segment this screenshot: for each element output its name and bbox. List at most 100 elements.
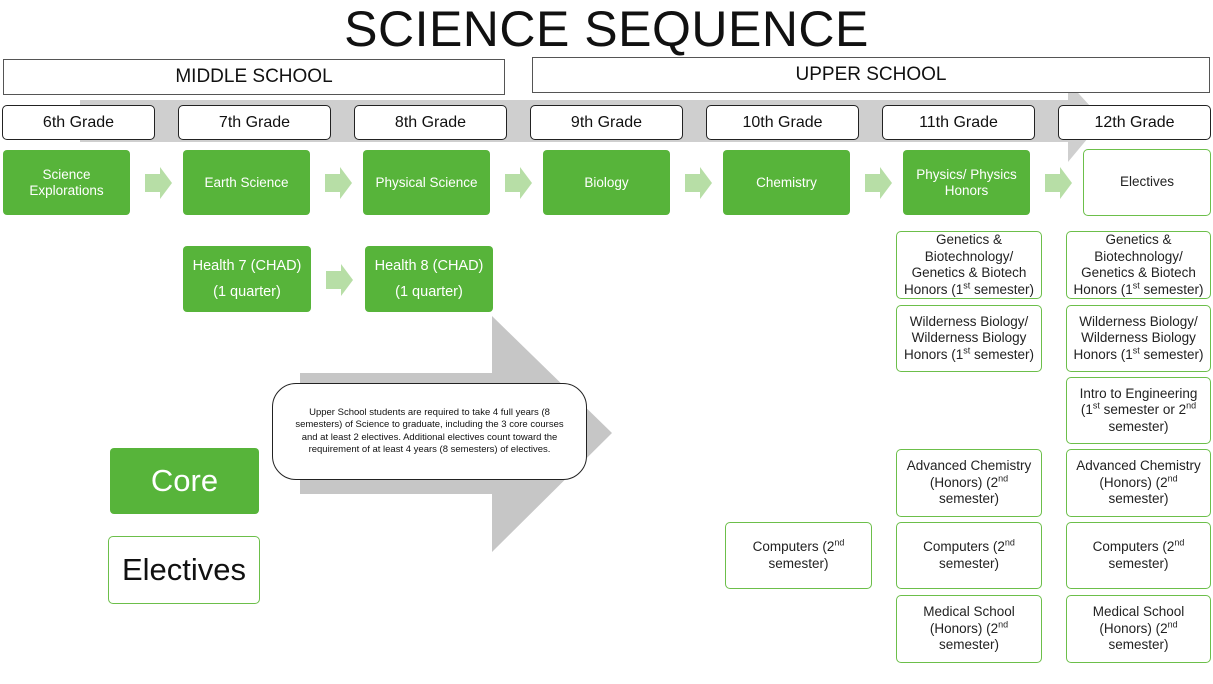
- legend-electives: Electives: [108, 536, 260, 604]
- text-part: semester): [1139, 346, 1204, 362]
- course-physics: Physics/ Physics Honors: [903, 150, 1030, 215]
- text-line: Biotechnology/: [924, 248, 1014, 264]
- superscript: st: [1132, 280, 1140, 290]
- superscript: nd: [834, 537, 845, 548]
- step-arrow: [145, 167, 172, 199]
- superscript: nd: [998, 619, 1009, 630]
- text-part: semester): [970, 281, 1035, 297]
- course-health-7: Health 7 (CHAD) (1 quarter): [183, 246, 311, 312]
- text-line: semester): [1108, 418, 1169, 434]
- elective-engineering-12: Intro to Engineering (1st semester or 2n…: [1066, 377, 1211, 444]
- text-line: Honors (1st semester): [1073, 280, 1204, 299]
- text-line: Intro to Engineering: [1079, 385, 1198, 401]
- text-line: (Honors) (2nd: [929, 619, 1009, 638]
- section-middle-school: MIDDLE SCHOOL: [3, 59, 505, 95]
- text-line: Genetics &: [1105, 232, 1172, 247]
- grade-8: 8th Grade: [354, 105, 507, 140]
- text-line: semester): [1108, 491, 1169, 507]
- superscript: nd: [1167, 619, 1178, 630]
- graduation-requirement-note: Upper School students are required to ta…: [272, 383, 587, 480]
- text-line: semester): [768, 555, 829, 571]
- text-part: (Honors) (2: [929, 620, 999, 636]
- text-line: Honors (1st semester): [903, 280, 1035, 299]
- text-part: Computers (2: [1092, 539, 1175, 554]
- legend-core: Core: [110, 448, 259, 514]
- step-arrow: [326, 264, 353, 296]
- grade-11: 11th Grade: [882, 105, 1035, 140]
- step-arrow: [685, 167, 712, 199]
- text-part: Honors (1: [903, 281, 964, 297]
- text-line: Computers (2nd: [1092, 538, 1185, 556]
- health-7-line1: Health 7 (CHAD): [192, 258, 302, 274]
- superscript: nd: [1004, 537, 1015, 548]
- text-line: Advanced Chemistry: [906, 458, 1032, 474]
- elective-wilderness-12: Wilderness Biology/ Wilderness Biology H…: [1066, 305, 1211, 372]
- course-physical-science: Physical Science: [363, 150, 490, 215]
- text-line: semester): [1108, 637, 1169, 653]
- elective-genetics-12: Genetics & Biotechnology/ Genetics & Bio…: [1066, 231, 1211, 299]
- grade-12: 12th Grade: [1058, 105, 1211, 140]
- text-line: (Honors) (2nd: [1099, 619, 1178, 638]
- text-line: Wilderness Biology: [1081, 330, 1196, 346]
- superscript: st: [963, 280, 971, 290]
- text-part: Honors (1: [903, 346, 964, 362]
- elective-medical-12: Medical School (Honors) (2nd semester): [1066, 595, 1211, 663]
- elective-medical-11: Medical School (Honors) (2nd semester): [896, 595, 1042, 663]
- text-line: Medical School: [1092, 604, 1185, 620]
- course-earth-science: Earth Science: [183, 150, 310, 215]
- text-part: Computers (2: [752, 539, 835, 554]
- text-line: Genetics &: [935, 232, 1003, 247]
- text-line: Advanced Chemistry: [1076, 458, 1201, 474]
- step-arrow: [865, 167, 892, 199]
- course-electives-12: Electives: [1083, 149, 1211, 216]
- text-line: Biotechnology/: [1094, 248, 1183, 264]
- grade-6: 6th Grade: [2, 105, 155, 140]
- elective-computers-11: Computers (2nd semester): [896, 522, 1042, 589]
- text-line: Medical School: [923, 604, 1015, 620]
- elective-genetics-11: Genetics & Biotechnology/ Genetics & Bio…: [896, 231, 1042, 299]
- elective-computers-12: Computers (2nd semester): [1066, 522, 1211, 589]
- text-line: Wilderness Biology/: [1079, 313, 1198, 329]
- text-line: Genetics & Biotech: [911, 265, 1027, 280]
- text-part: Honors (1: [1073, 281, 1133, 297]
- section-upper-school: UPPER SCHOOL: [532, 57, 1210, 93]
- text-part: semester): [970, 346, 1035, 362]
- health-7-line2: (1 quarter): [213, 284, 281, 300]
- text-line: semester): [1108, 555, 1169, 571]
- elective-advchem-11: Advanced Chemistry (Honors) (2nd semeste…: [896, 449, 1042, 517]
- step-arrow: [325, 167, 352, 199]
- superscript: st: [1092, 400, 1100, 411]
- superscript: st: [1132, 345, 1140, 356]
- text-part: (Honors) (2: [1099, 620, 1168, 636]
- text-line: semester): [938, 637, 999, 653]
- health-8-line2: (1 quarter): [395, 284, 463, 300]
- text-part: (Honors) (2: [929, 474, 999, 490]
- superscript: nd: [1186, 400, 1197, 411]
- course-health-8: Health 8 (CHAD) (1 quarter): [365, 246, 493, 312]
- text-line: (Honors) (2nd: [1099, 473, 1178, 492]
- course-science-explorations: Science Explorations: [3, 150, 130, 215]
- grade-10: 10th Grade: [706, 105, 859, 140]
- text-part: Computers (2: [923, 539, 1005, 554]
- text-part: (1: [1080, 402, 1093, 418]
- elective-wilderness-11: Wilderness Biology/ Wilderness Biology H…: [896, 305, 1042, 372]
- course-chemistry: Chemistry: [723, 150, 850, 215]
- text-line: Genetics & Biotech: [1081, 265, 1196, 280]
- elective-advchem-12: Advanced Chemistry (Honors) (2nd semeste…: [1066, 449, 1211, 517]
- text-line: Honors (1st semester): [1073, 345, 1204, 364]
- health-8-line1: Health 8 (CHAD): [374, 258, 484, 274]
- text-part: semester): [1139, 281, 1204, 297]
- text-line: (Honors) (2nd: [929, 473, 1009, 492]
- grade-7: 7th Grade: [178, 105, 331, 140]
- text-part: semester or 2: [1099, 402, 1187, 418]
- superscript: nd: [1167, 473, 1178, 484]
- course-biology: Biology: [543, 150, 670, 215]
- superscript: nd: [998, 473, 1009, 484]
- text-line: Computers (2nd: [923, 537, 1015, 556]
- text-line: Computers (2nd: [752, 537, 845, 556]
- text-line: Wilderness Biology/: [909, 313, 1029, 329]
- text-part: (Honors) (2: [1099, 474, 1168, 490]
- step-arrow: [505, 167, 532, 199]
- text-line: (1st semester or 2nd: [1080, 400, 1197, 419]
- superscript: st: [963, 345, 971, 356]
